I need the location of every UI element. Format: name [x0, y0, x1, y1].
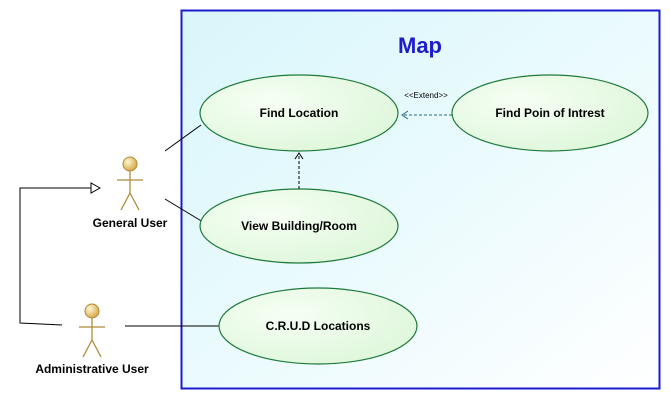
usecase-view-building[interactable]: View Building/Room [199, 188, 399, 264]
usecase-ellipse [199, 74, 399, 152]
usecase-label: Find Location [260, 106, 339, 120]
generalization-line [19, 187, 92, 326]
association-general-find-location [164, 124, 202, 152]
usecase-label: Find Poin of Intrest [495, 106, 604, 120]
usecase-ellipse [451, 74, 649, 152]
usecase-ellipse [218, 287, 418, 365]
generalization-arrowhead [90, 182, 102, 194]
dependency-arrowhead [294, 152, 304, 160]
usecase-find-poi[interactable]: Find Poin of Intrest [451, 74, 649, 152]
actor-left-leg [82, 339, 93, 358]
actor-administrative-user[interactable] [79, 303, 105, 358]
actor-left-leg [120, 192, 131, 211]
actor-right-leg [129, 192, 140, 211]
extend-arrowhead [401, 110, 409, 120]
actor-right-leg [91, 339, 102, 358]
extend-label: <<Extend>> [404, 91, 448, 100]
actor-label-general-user: General User [93, 216, 168, 230]
usecase-label: View Building/Room [241, 219, 357, 233]
association-general-view-building [164, 198, 204, 223]
usecase-crud-locations[interactable]: C.R.U.D Locations [218, 287, 418, 365]
system-title: Map [398, 33, 442, 58]
actor-label-administrative-user: Administrative User [35, 362, 149, 376]
usecase-find-location[interactable]: Find Location [199, 74, 399, 152]
actor-head [84, 303, 100, 319]
actor-head [122, 156, 138, 172]
usecase-label: C.R.U.D Locations [266, 319, 371, 333]
actor-general-user[interactable] [117, 156, 143, 211]
